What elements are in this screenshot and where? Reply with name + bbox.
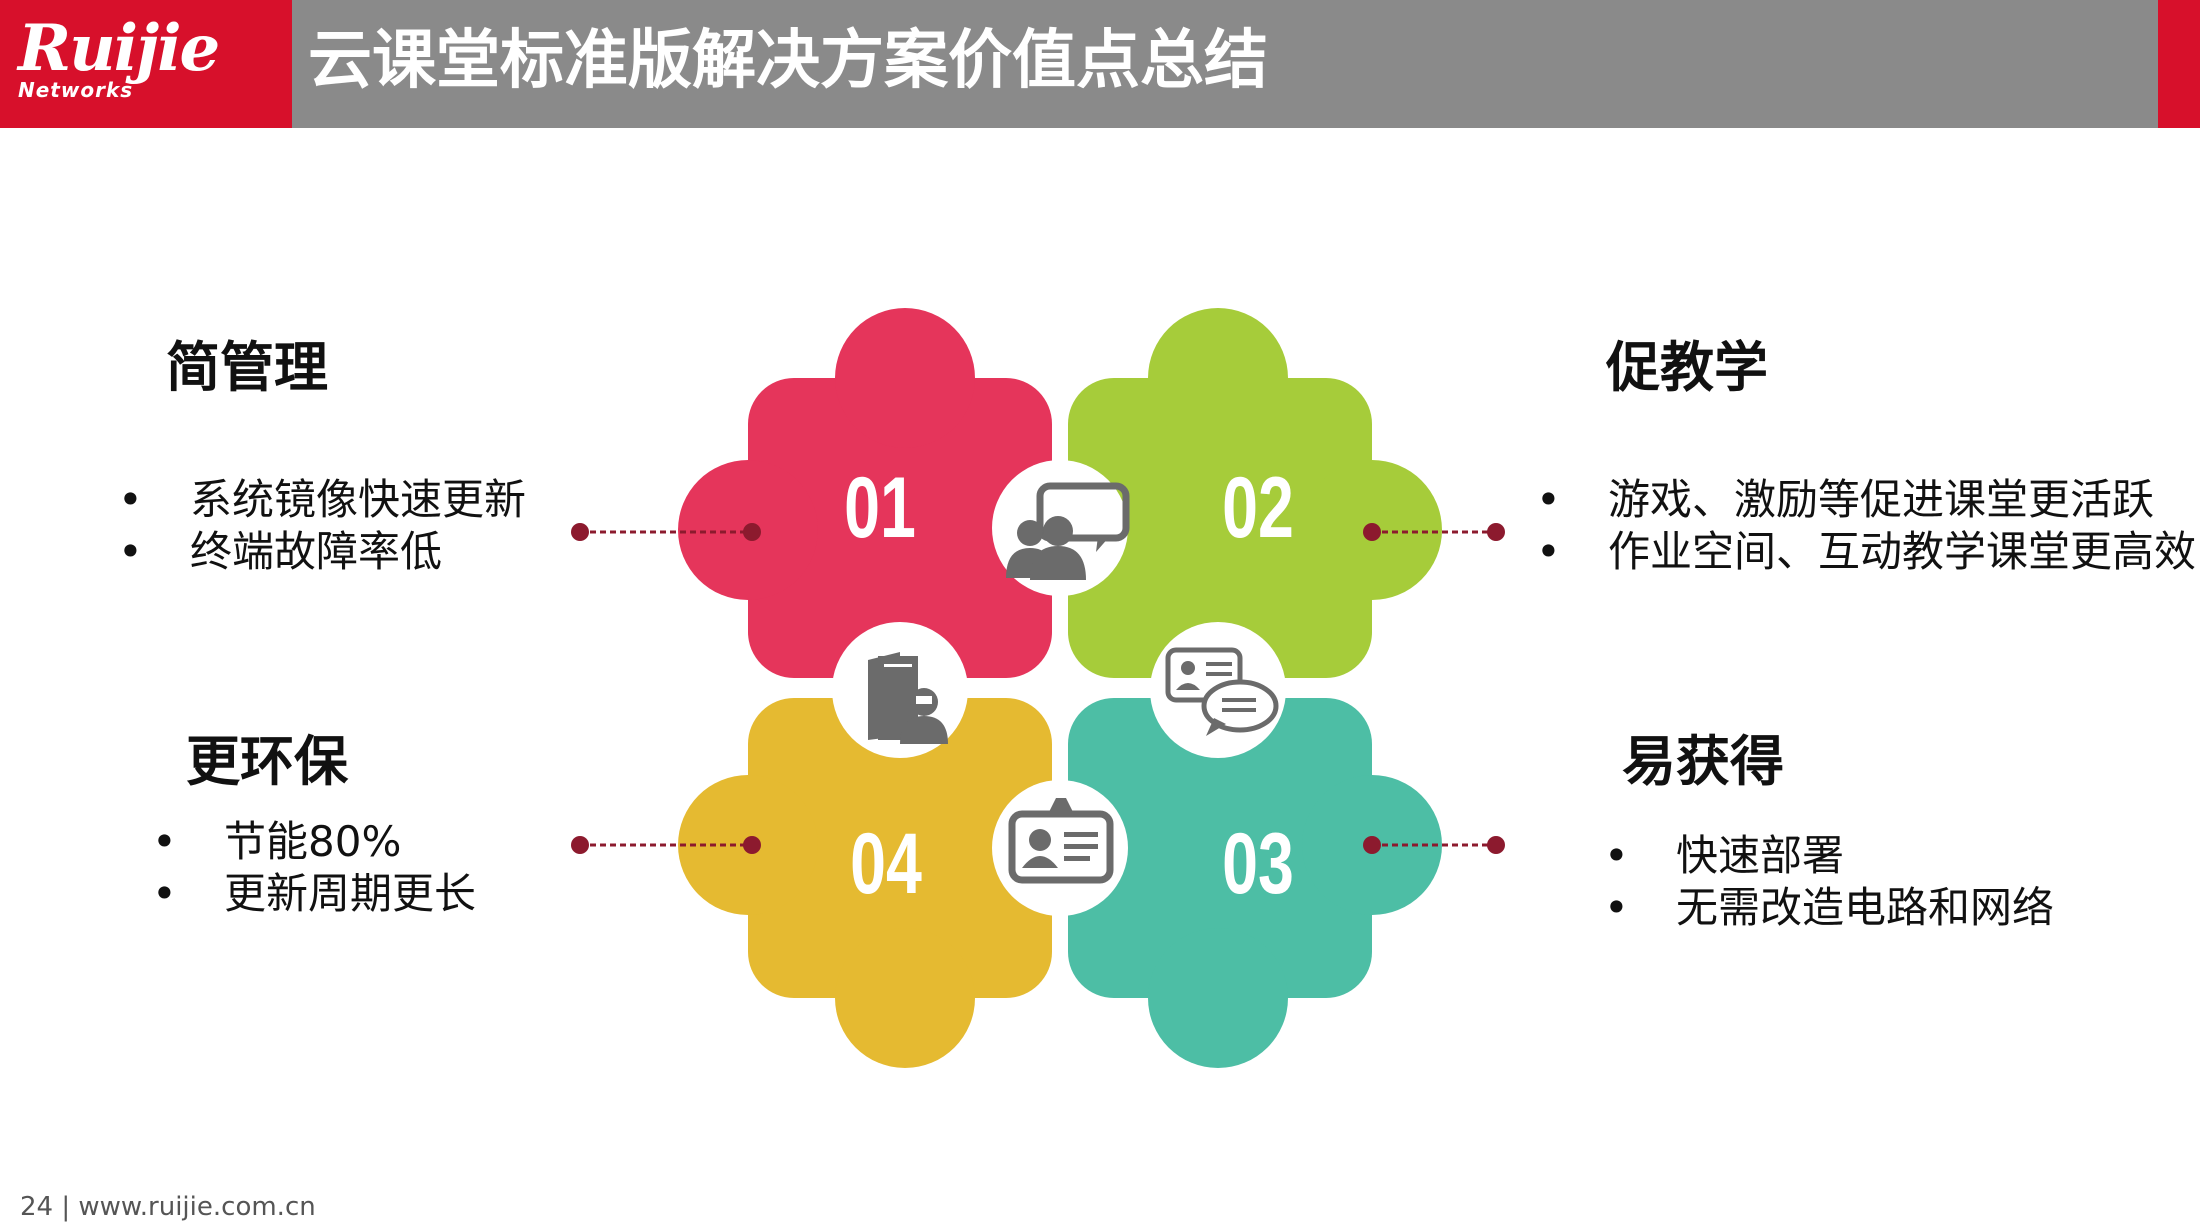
list-item-text: 终端故障率低 [190, 527, 443, 576]
bullet-dot: • [1536, 475, 1561, 524]
list-simple-management: • 系统镜像快速更新 • 终端故障率低 [118, 474, 526, 578]
heading-promote-teaching: 促教学 [1606, 336, 1768, 399]
page-title: 云课堂标准版解决方案价值点总结 [308, 24, 1268, 98]
piece-number-04: 04 [850, 816, 922, 912]
list-item: • 终端故障率低 [118, 526, 526, 578]
list-item: • 游戏、激励等促进课堂更活跃 [1536, 474, 2196, 526]
id-badge-icon [1008, 798, 1114, 884]
piece-number-02: 02 [1222, 460, 1294, 556]
list-item-text: 无需改造电路和网络 [1676, 883, 2055, 932]
list-item: • 快速部署 [1604, 830, 2054, 882]
list-item: • 节能80% [152, 816, 476, 868]
connector-line-bottom-right [1363, 836, 1505, 854]
piece-number-01: 01 [844, 460, 916, 556]
list-item-text: 节能80% [224, 817, 402, 866]
logo-wordmark: Ruijie [18, 11, 220, 86]
bullet-dot: • [152, 817, 177, 866]
list-item: • 无需改造电路和网络 [1604, 882, 2054, 934]
list-item-text: 更新周期更长 [224, 869, 477, 918]
list-item: • 系统镜像快速更新 [118, 474, 526, 526]
ruijie-logo[interactable]: Ruijie Networks [0, 0, 292, 128]
heading-eco-friendly: 更环保 [186, 730, 348, 793]
piece-number-03: 03 [1222, 816, 1294, 912]
bullet-dot: • [118, 527, 143, 576]
list-easy-to-get: • 快速部署 • 无需改造电路和网络 [1604, 830, 2054, 934]
bullet-dot: • [152, 869, 177, 918]
heading-easy-to-get: 易获得 [1622, 730, 1784, 793]
books-person-icon [868, 652, 948, 744]
list-eco-friendly: • 节能80% • 更新周期更长 [152, 816, 476, 920]
footer-page-url: 24 | www.ruijie.com.cn [20, 1192, 316, 1222]
logo-subtitle: Networks [18, 78, 134, 102]
list-item-text: 作业空间、互动教学课堂更高效 [1608, 527, 2197, 576]
list-item-text: 系统镜像快速更新 [190, 475, 527, 524]
list-item-text: 快速部署 [1676, 831, 1845, 880]
connector-line-top-right [1363, 523, 1505, 541]
header-bar: Ruijie Networks 云课堂标准版解决方案价值点总结 [0, 0, 2200, 128]
header-accent-strip [2158, 0, 2200, 128]
bullet-dot: • [118, 475, 143, 524]
bullet-dot: • [1536, 527, 1561, 576]
heading-simple-management: 简管理 [166, 336, 328, 399]
chat-people-icon [1006, 482, 1130, 580]
bullet-dot: • [1604, 831, 1629, 880]
profile-chat-icon [1165, 647, 1279, 736]
list-item-text: 游戏、激励等促进课堂更活跃 [1608, 475, 2155, 524]
list-promote-teaching: • 游戏、激励等促进课堂更活跃 • 作业空间、互动教学课堂更高效 [1536, 474, 2196, 578]
bullet-dot: • [1604, 883, 1629, 932]
list-item: • 作业空间、互动教学课堂更高效 [1536, 526, 2196, 578]
puzzle-piece-04 [678, 698, 1052, 1068]
connector-line-top-left [571, 523, 761, 541]
list-item: • 更新周期更长 [152, 868, 476, 920]
connector-line-bottom-left [571, 836, 761, 854]
